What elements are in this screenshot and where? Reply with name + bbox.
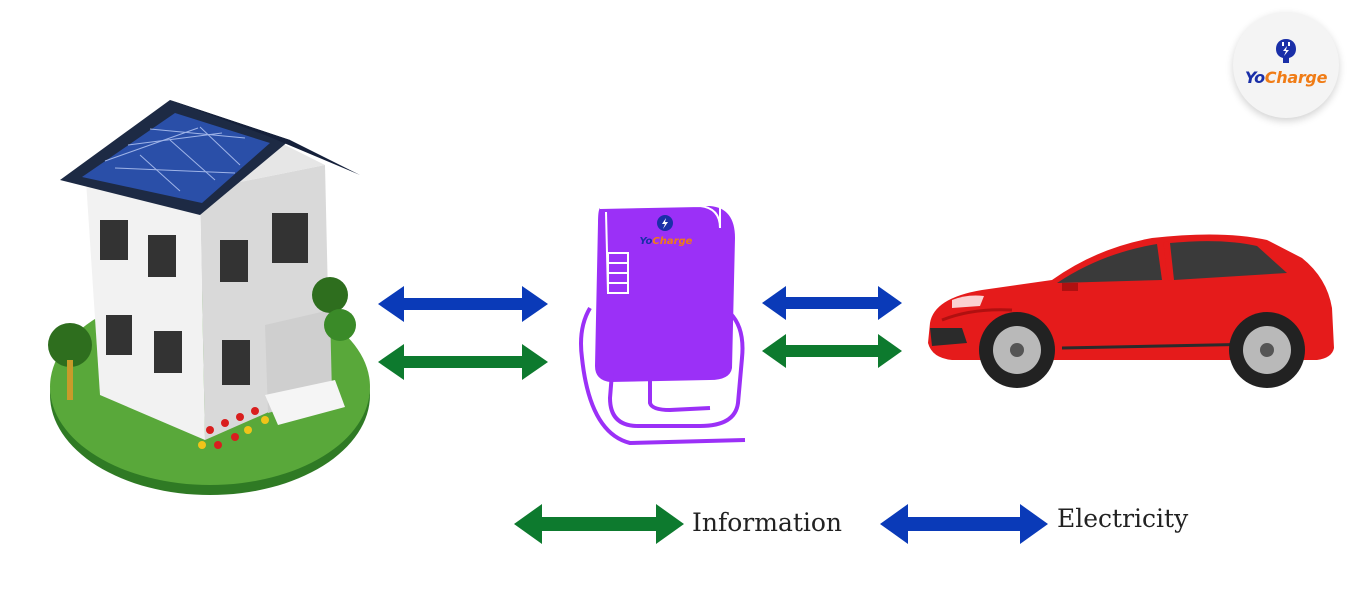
yocharge-logo: YoCharge [1233,12,1339,118]
information-arrow [762,334,902,368]
charger-car-arrows [762,286,902,368]
electricity-legend-label: Electricity [1057,504,1189,533]
information-legend-label: Information [692,508,843,537]
solar-house-icon [48,100,370,495]
plug-bolt-icon [1276,39,1296,63]
charger-logo-text: YoCharge [639,236,693,247]
house-charger-arrows [378,286,548,380]
electricity-arrow [762,286,902,320]
logo-text: YoCharge [1244,68,1328,87]
information-legend-arrow [514,504,684,544]
electric-car-icon [928,234,1334,388]
electricity-arrow [378,286,548,322]
ev-charger-icon [579,204,746,446]
electricity-legend-arrow [880,504,1048,544]
information-arrow [378,344,548,380]
